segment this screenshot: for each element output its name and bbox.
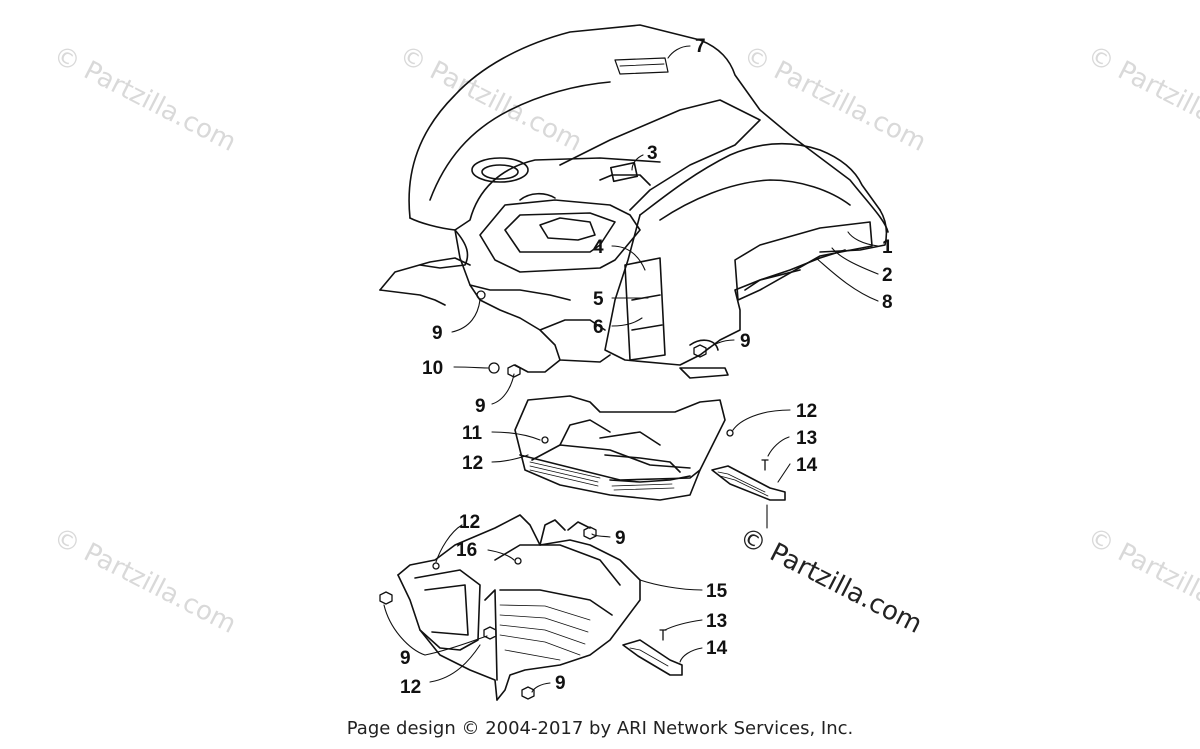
callout-7: 7 — [695, 36, 706, 57]
callout-5: 5 — [593, 289, 604, 310]
callout-6: 6 — [593, 317, 604, 338]
callout-14: 14 — [706, 638, 728, 659]
callout-2: 2 — [882, 265, 893, 286]
callout-12: 12 — [400, 677, 421, 698]
callout-12: 12 — [462, 453, 483, 474]
callout-1: 1 — [882, 237, 893, 258]
fasteners — [379, 290, 769, 700]
callout-9: 9 — [555, 673, 566, 694]
callout-11: 11 — [462, 423, 483, 444]
leader-lines — [383, 45, 879, 693]
callout-9: 9 — [432, 323, 443, 344]
callout-labels: 7 3 1 2 8 4 5 6 9 9 10 9 12 13 14 11 12 … — [400, 36, 893, 698]
callout-8: 8 — [882, 292, 893, 313]
callout-13: 13 — [706, 611, 727, 632]
callout-3: 3 — [647, 143, 658, 164]
callout-15: 15 — [706, 581, 728, 602]
rear-fender-body — [379, 24, 889, 379]
callout-16: 16 — [456, 540, 477, 561]
footrest-lower — [622, 639, 683, 676]
footrest-upper — [711, 465, 786, 501]
callout-14: 14 — [796, 455, 818, 476]
callout-9: 9 — [740, 331, 751, 352]
callout-9: 9 — [615, 528, 626, 549]
copyright-footer: Page design © 2004-2017 by ARI Network S… — [346, 718, 854, 739]
lower-side-panel — [397, 514, 641, 701]
callout-4: 4 — [593, 237, 604, 258]
callout-12: 12 — [459, 512, 480, 533]
callout-9: 9 — [400, 648, 411, 669]
callout-13: 13 — [796, 428, 817, 449]
callout-12: 12 — [796, 401, 817, 422]
callout-9: 9 — [475, 396, 486, 417]
footwell-panel — [514, 395, 726, 501]
callout-10: 10 — [422, 358, 443, 379]
